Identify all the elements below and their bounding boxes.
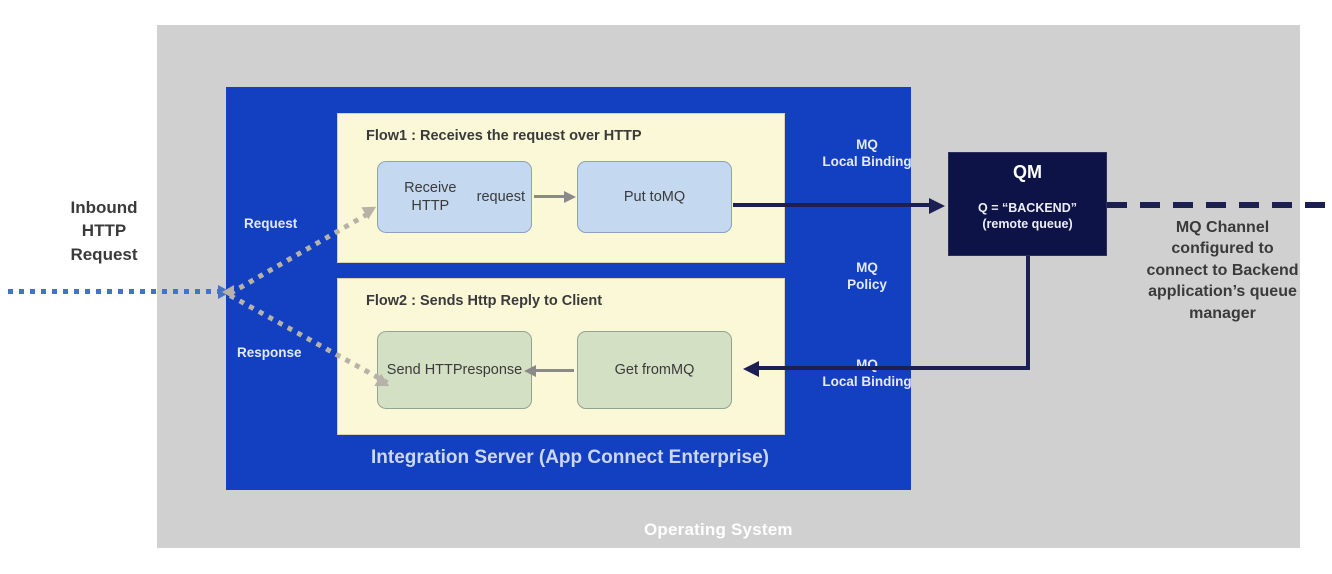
queue-manager-title: QM [1013,162,1042,182]
mq-policy-line2: Policy [847,277,887,293]
flow2-panel: Flow2 : Sends Http Reply to Client Send … [337,278,785,435]
flow1-connector-arrowhead-icon [564,190,576,203]
mq-channel-dashed-line [1107,202,1332,208]
queue-manager-queue-type: (remote queue) [982,217,1073,232]
node-get-from-mq[interactable]: Get from MQ [577,331,732,409]
flow2-connector-line [536,369,574,372]
request-label: Request [244,216,298,231]
mq-policy-label: MQ Policy [797,259,937,294]
integration-server-panel: Flow1 : Receives the request over HTTP R… [226,87,911,490]
node-receive-http-request[interactable]: Receive HTTP request [377,161,532,233]
flow1-title: Flow1 : Receives the request over HTTP [366,128,642,144]
flow2-title: Flow2 : Sends Http Reply to Client [366,293,603,309]
node-get-from-mq-line2: MQ [671,361,695,378]
node-get-from-mq-line1: Get from [614,361,672,378]
node-send-http-response[interactable]: Send HTTP response [377,331,532,409]
qm-return-horizontal-line [759,366,1030,370]
inbound-request-dotted-line [8,289,220,294]
mq-local-binding-top-label: MQ Local Binding [797,136,937,171]
mq-local-binding-bottom-line2: Local Binding [822,374,912,390]
queue-manager-queue-name: Q = “BACKEND” [978,201,1077,215]
inbound-http-request-label: Inbound HTTP Request [24,196,184,266]
qm-to-get-from-mq-arrowhead-icon [743,360,759,377]
node-receive-http-request-line2: request [476,188,525,205]
flow2-connector-arrowhead-icon [524,364,536,377]
mq-local-binding-bottom-label: MQ Local Binding [797,356,937,391]
inbound-line3: Request [70,244,138,264]
branch-origin-arrowhead-icon [222,285,234,299]
mq-policy-line1: MQ [856,260,878,275]
flow1-connector-line [534,195,566,198]
mq-channel-caption: MQ Channel configured to connect to Back… [1146,219,1299,322]
mq-local-binding-top-line2: Local Binding [822,154,912,170]
node-put-to-mq-line2: MQ [661,188,686,205]
node-send-http-response-line2: response [462,361,523,378]
inbound-line2: HTTP [81,221,127,241]
node-put-to-mq[interactable]: Put to MQ [577,161,732,233]
integration-server-label: Integration Server (App Connect Enterpri… [370,447,769,468]
mq-local-binding-top-line1: MQ [856,137,878,152]
flow1-panel: Flow1 : Receives the request over HTTP R… [337,113,785,263]
node-send-http-response-line1: Send HTTP [386,361,463,378]
operating-system-label: Operating System [644,520,793,539]
queue-manager-box[interactable]: QM Q = “BACKEND” (remote queue) [948,152,1107,256]
qm-return-vertical-line [1026,256,1030,368]
queue-manager-detail: Q = “BACKEND” (remote queue) [949,200,1106,233]
response-label: Response [237,345,302,360]
node-put-to-mq-line1: Put to [623,188,662,205]
put-to-mq-to-qm-arrowhead-icon [929,197,945,214]
node-receive-http-request-line1: Receive HTTP [404,179,457,214]
put-to-mq-to-qm-line [733,203,933,207]
inbound-line1: Inbound [70,198,138,217]
